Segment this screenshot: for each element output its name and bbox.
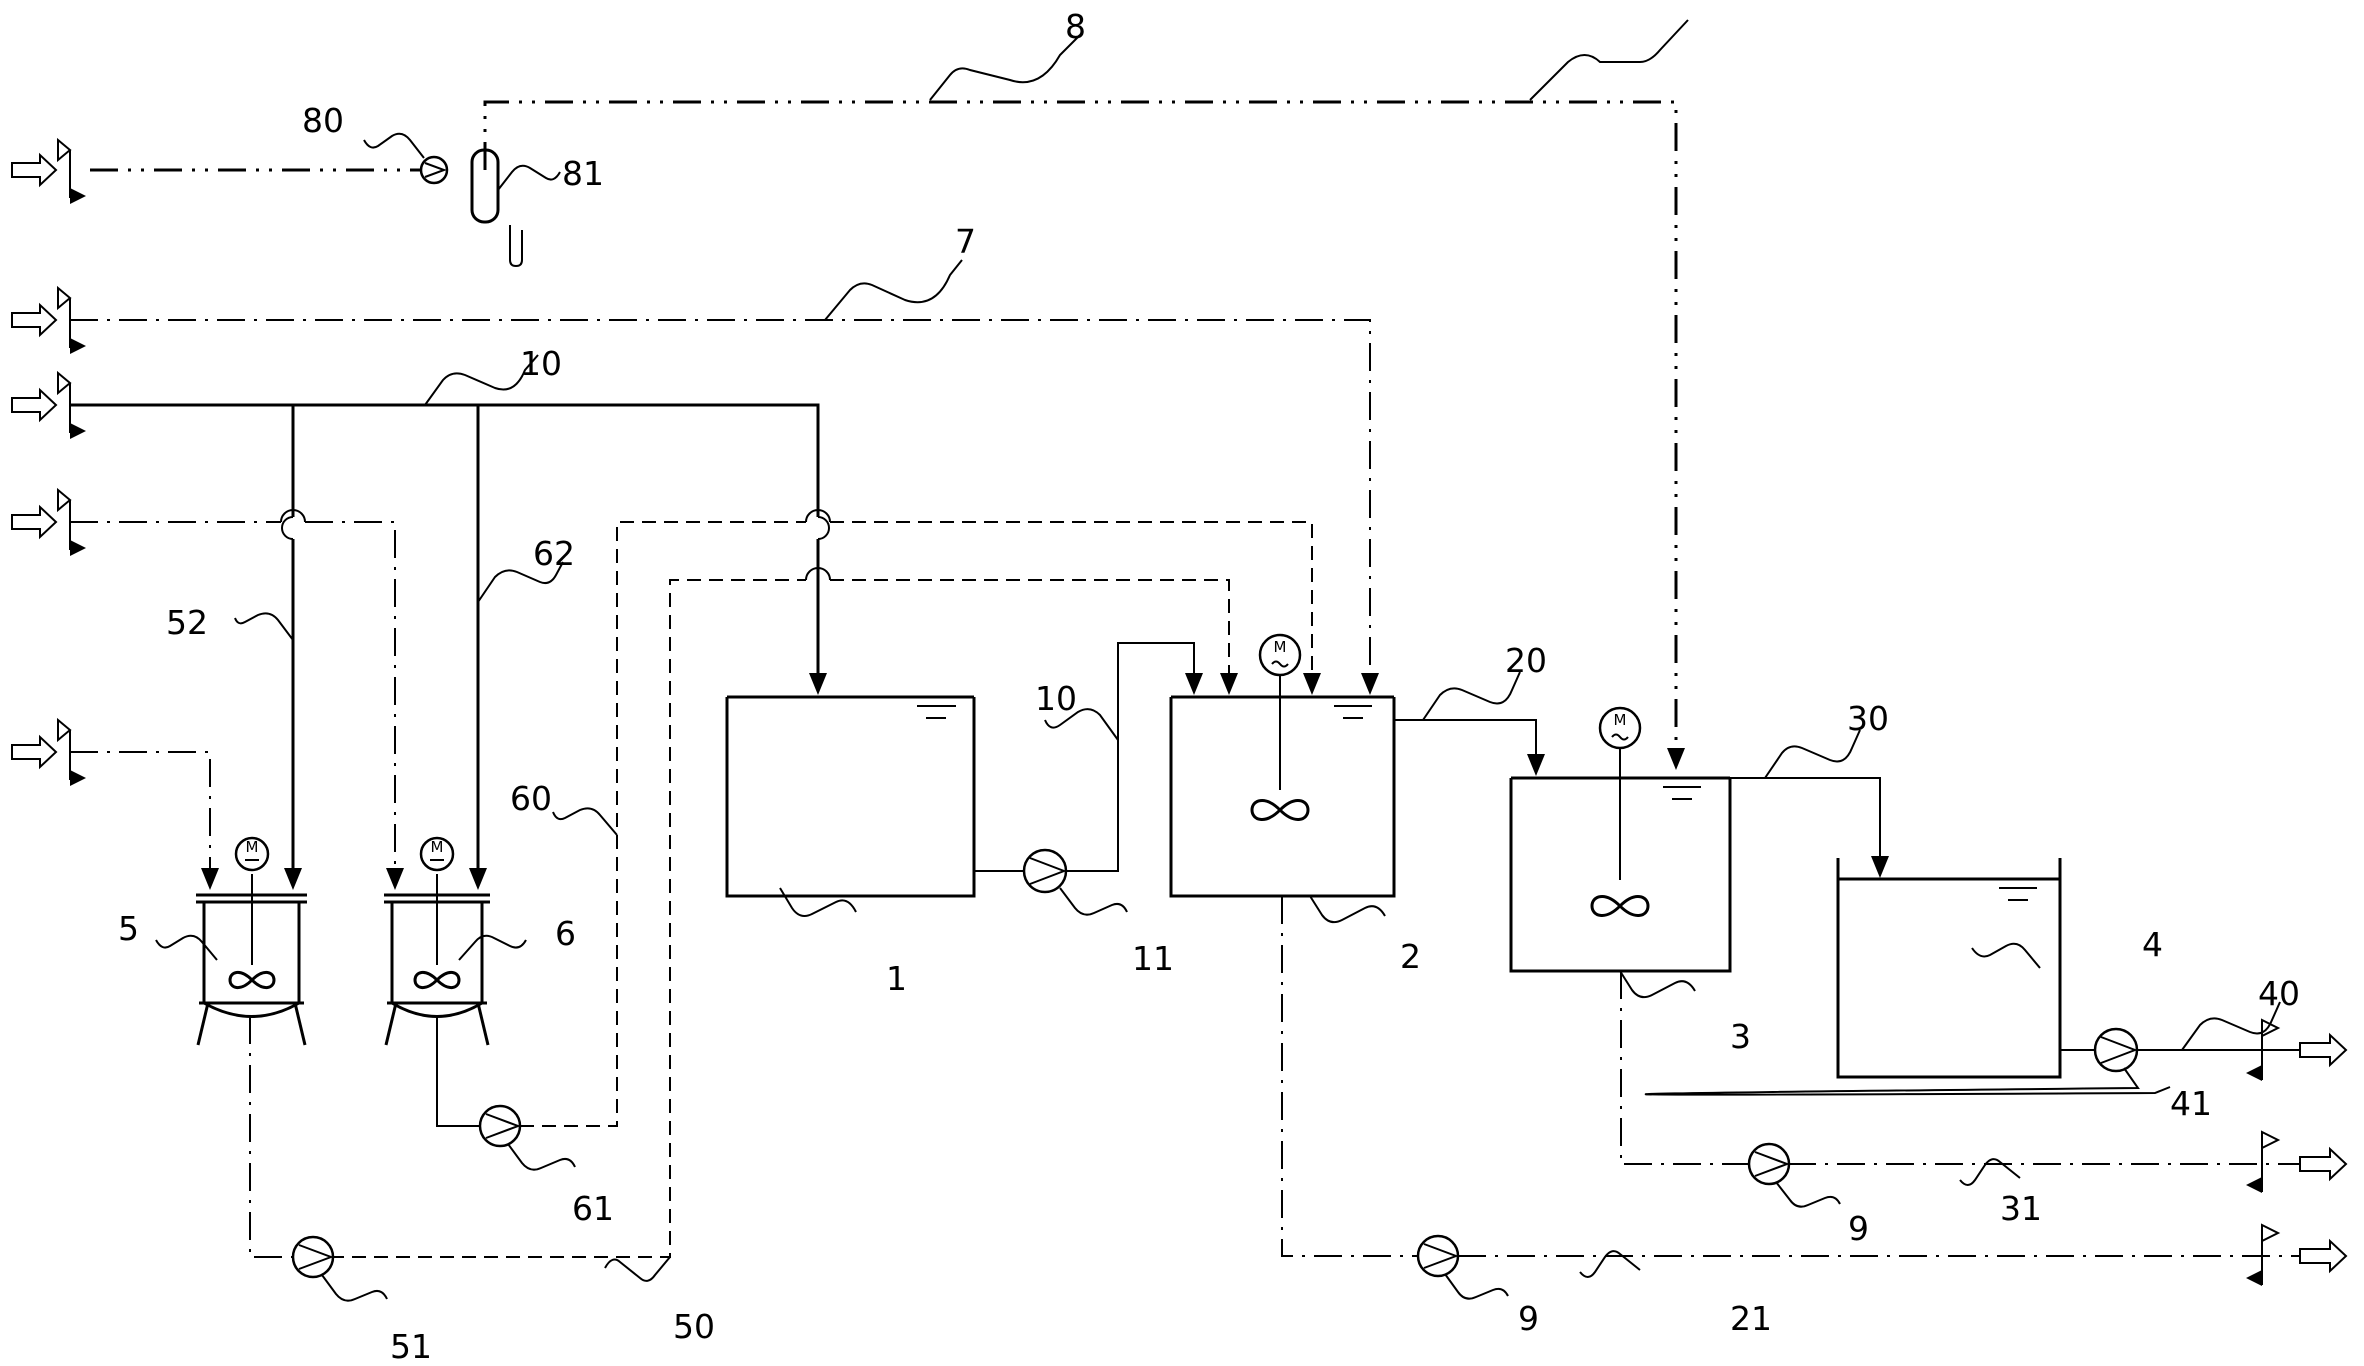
pipeline-10 [70,403,820,675]
pipeline-31 [1620,971,2300,1165]
motor-label: M [431,838,444,856]
pipeline-8 [90,100,1678,752]
pipeline-60 [520,521,1313,1127]
label-62: 62 [533,534,575,573]
inlet-arrow-icon [11,387,58,423]
label-10: 10 [520,344,562,383]
pipeline-vessel5-feed [70,751,211,870]
motor-label: M [1274,638,1287,656]
pipeline-21 [1281,896,2300,1257]
label-3: 3 [1730,1017,1751,1056]
tank-2: M [1169,633,1396,898]
inlet-arrow-icon [11,152,58,188]
agitator-motor-2: M [1258,633,1302,790]
pipeline-50 [330,579,1230,1258]
inlet-valves [11,137,86,786]
label-20: 20 [1505,641,1547,680]
tank-4 [1836,858,2062,1079]
pump-51-icon [291,1235,335,1279]
separator-81 [470,148,523,268]
label-4: 4 [2142,925,2163,964]
agitator-motor-3: M [1598,706,1642,880]
outlet-arrow-icon [2299,1146,2348,1182]
label-7: 7 [955,222,976,261]
outlet-arrow-icon [2299,1238,2348,1274]
agitator-motor-6: M [419,836,455,965]
label-60: 60 [510,779,552,818]
pipeline-10-transfer [974,642,1195,872]
impeller-3 [1590,895,1650,917]
label-8: 8 [1065,7,1086,46]
label-5: 5 [118,909,139,948]
label-61: 61 [572,1189,614,1228]
label-30: 30 [1847,699,1889,738]
label-51: 51 [390,1327,432,1366]
leader-lines [155,19,2281,1302]
outlet-arrow-icon [2299,1032,2348,1068]
label-9: 9 [1518,1299,1539,1338]
label-31: 31 [2000,1189,2042,1228]
label-50: 50 [673,1307,715,1346]
label-11: 11 [1132,939,1174,978]
reference-numbers: 1 2 3 4 5 6 7 8 9 9 10 10 11 20 21 30 31… [118,7,2300,1366]
pipeline-vessel6-outlet [436,1016,480,1127]
pump-9-icon [1747,1142,1791,1186]
pump-61-icon [478,1104,522,1148]
label-40: 40 [2258,974,2300,1013]
inlet-arrow-icon [11,504,58,540]
pipeline-20 [1394,719,1537,756]
inlet-arrow-icon [11,734,58,770]
tank-3: M [1509,706,1732,973]
pump-11-icon [1022,848,1068,894]
pipeline-vessel5-outlet [249,1016,293,1258]
impeller-2 [1250,799,1310,821]
pump-9-icon [1416,1234,1460,1278]
pipeline-7 [70,319,1371,675]
label-10: 10 [1035,679,1077,718]
label-6: 6 [555,914,576,953]
label-41: 41 [2170,1084,2212,1123]
inlet-arrow-icon [11,302,58,338]
motor-label: M [246,838,259,856]
label-80: 80 [302,101,344,140]
label-9: 9 [1848,1209,1869,1248]
pipeline-30 [1730,777,1881,858]
outlet-valves [2246,1018,2348,1286]
dosing-vessel-5: M [196,836,307,1046]
label-1: 1 [886,959,907,998]
tank-1 [725,695,976,898]
agitator-motor-5: M [234,836,270,965]
label-2: 2 [1400,937,1421,976]
meter-80-icon [419,155,449,185]
pump-41-icon [2093,1027,2139,1073]
pipeline-vessel6-feed [70,521,396,870]
label-52: 52 [166,603,208,642]
label-21: 21 [1730,1299,1772,1338]
motor-label: M [1614,711,1627,729]
label-81: 81 [562,154,604,193]
